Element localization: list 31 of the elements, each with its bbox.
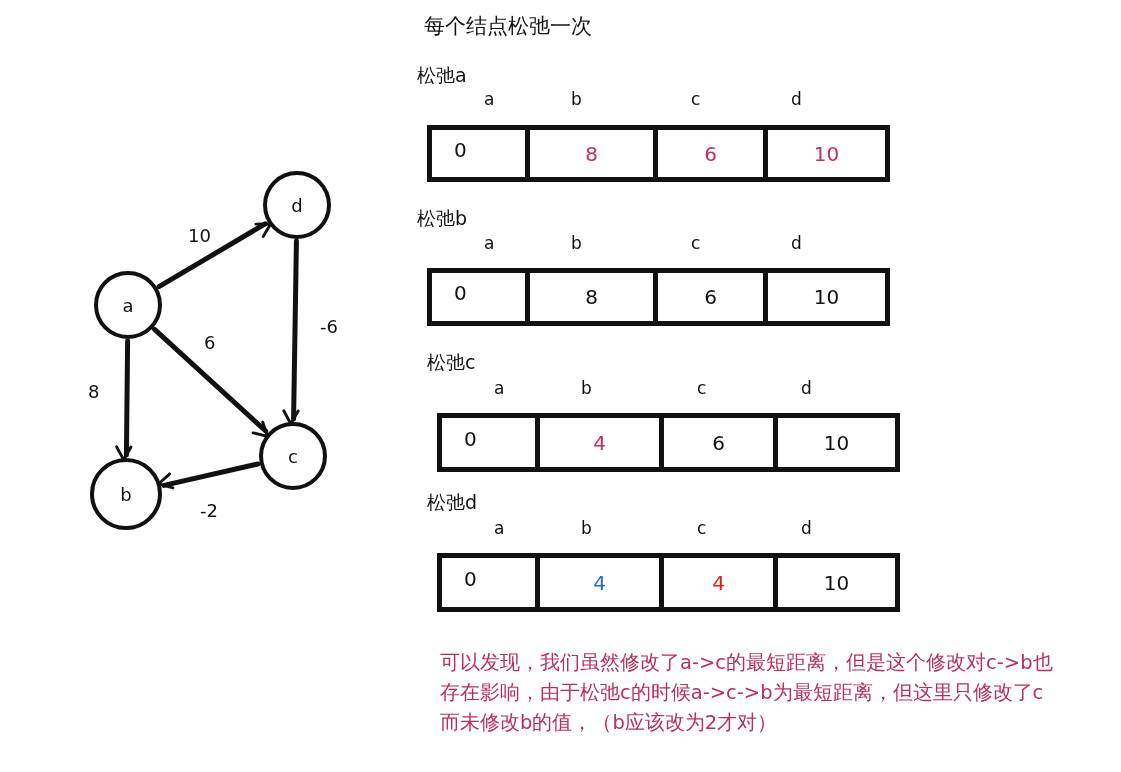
column-header: c	[691, 89, 701, 109]
graph-node: d	[263, 171, 331, 239]
section-heading: 松弛d	[427, 490, 478, 515]
arrow	[115, 338, 132, 461]
graph-node: b	[90, 458, 162, 530]
column-header: d	[801, 378, 812, 398]
arrow	[156, 221, 272, 290]
section-heading: 松弛c	[427, 350, 476, 375]
column-header: b	[571, 89, 582, 109]
title: 每个结点松弛一次	[424, 13, 592, 40]
column-header: b	[581, 518, 592, 538]
column-header: c	[697, 378, 707, 398]
note: 可以发现，我们虽然修改了a->c的最短距离，但是这个修改对c->b也存在影响，由于松弛c的时候a->c->b为最短距离，但这里只修改了c而未修改b的值，（b应该改为2才对）	[440, 650, 1054, 736]
graph-node: c	[259, 422, 327, 490]
column-header: c	[697, 518, 707, 538]
column-header: d	[801, 518, 812, 538]
column-header: b	[581, 378, 592, 398]
section-heading: 松弛b	[417, 206, 468, 231]
arrow	[152, 326, 269, 438]
column-header: c	[691, 233, 701, 253]
column-header: a	[484, 233, 495, 253]
column-header: a	[494, 378, 505, 398]
column-header: b	[571, 233, 582, 253]
column-header: d	[791, 233, 802, 253]
section-heading: 松弛a	[417, 63, 467, 88]
arrow	[157, 461, 261, 489]
column-header: a	[484, 89, 495, 109]
column-header: a	[494, 518, 505, 538]
column-header: d	[791, 89, 802, 109]
arrow	[282, 238, 300, 425]
graph-node: a	[94, 271, 162, 339]
